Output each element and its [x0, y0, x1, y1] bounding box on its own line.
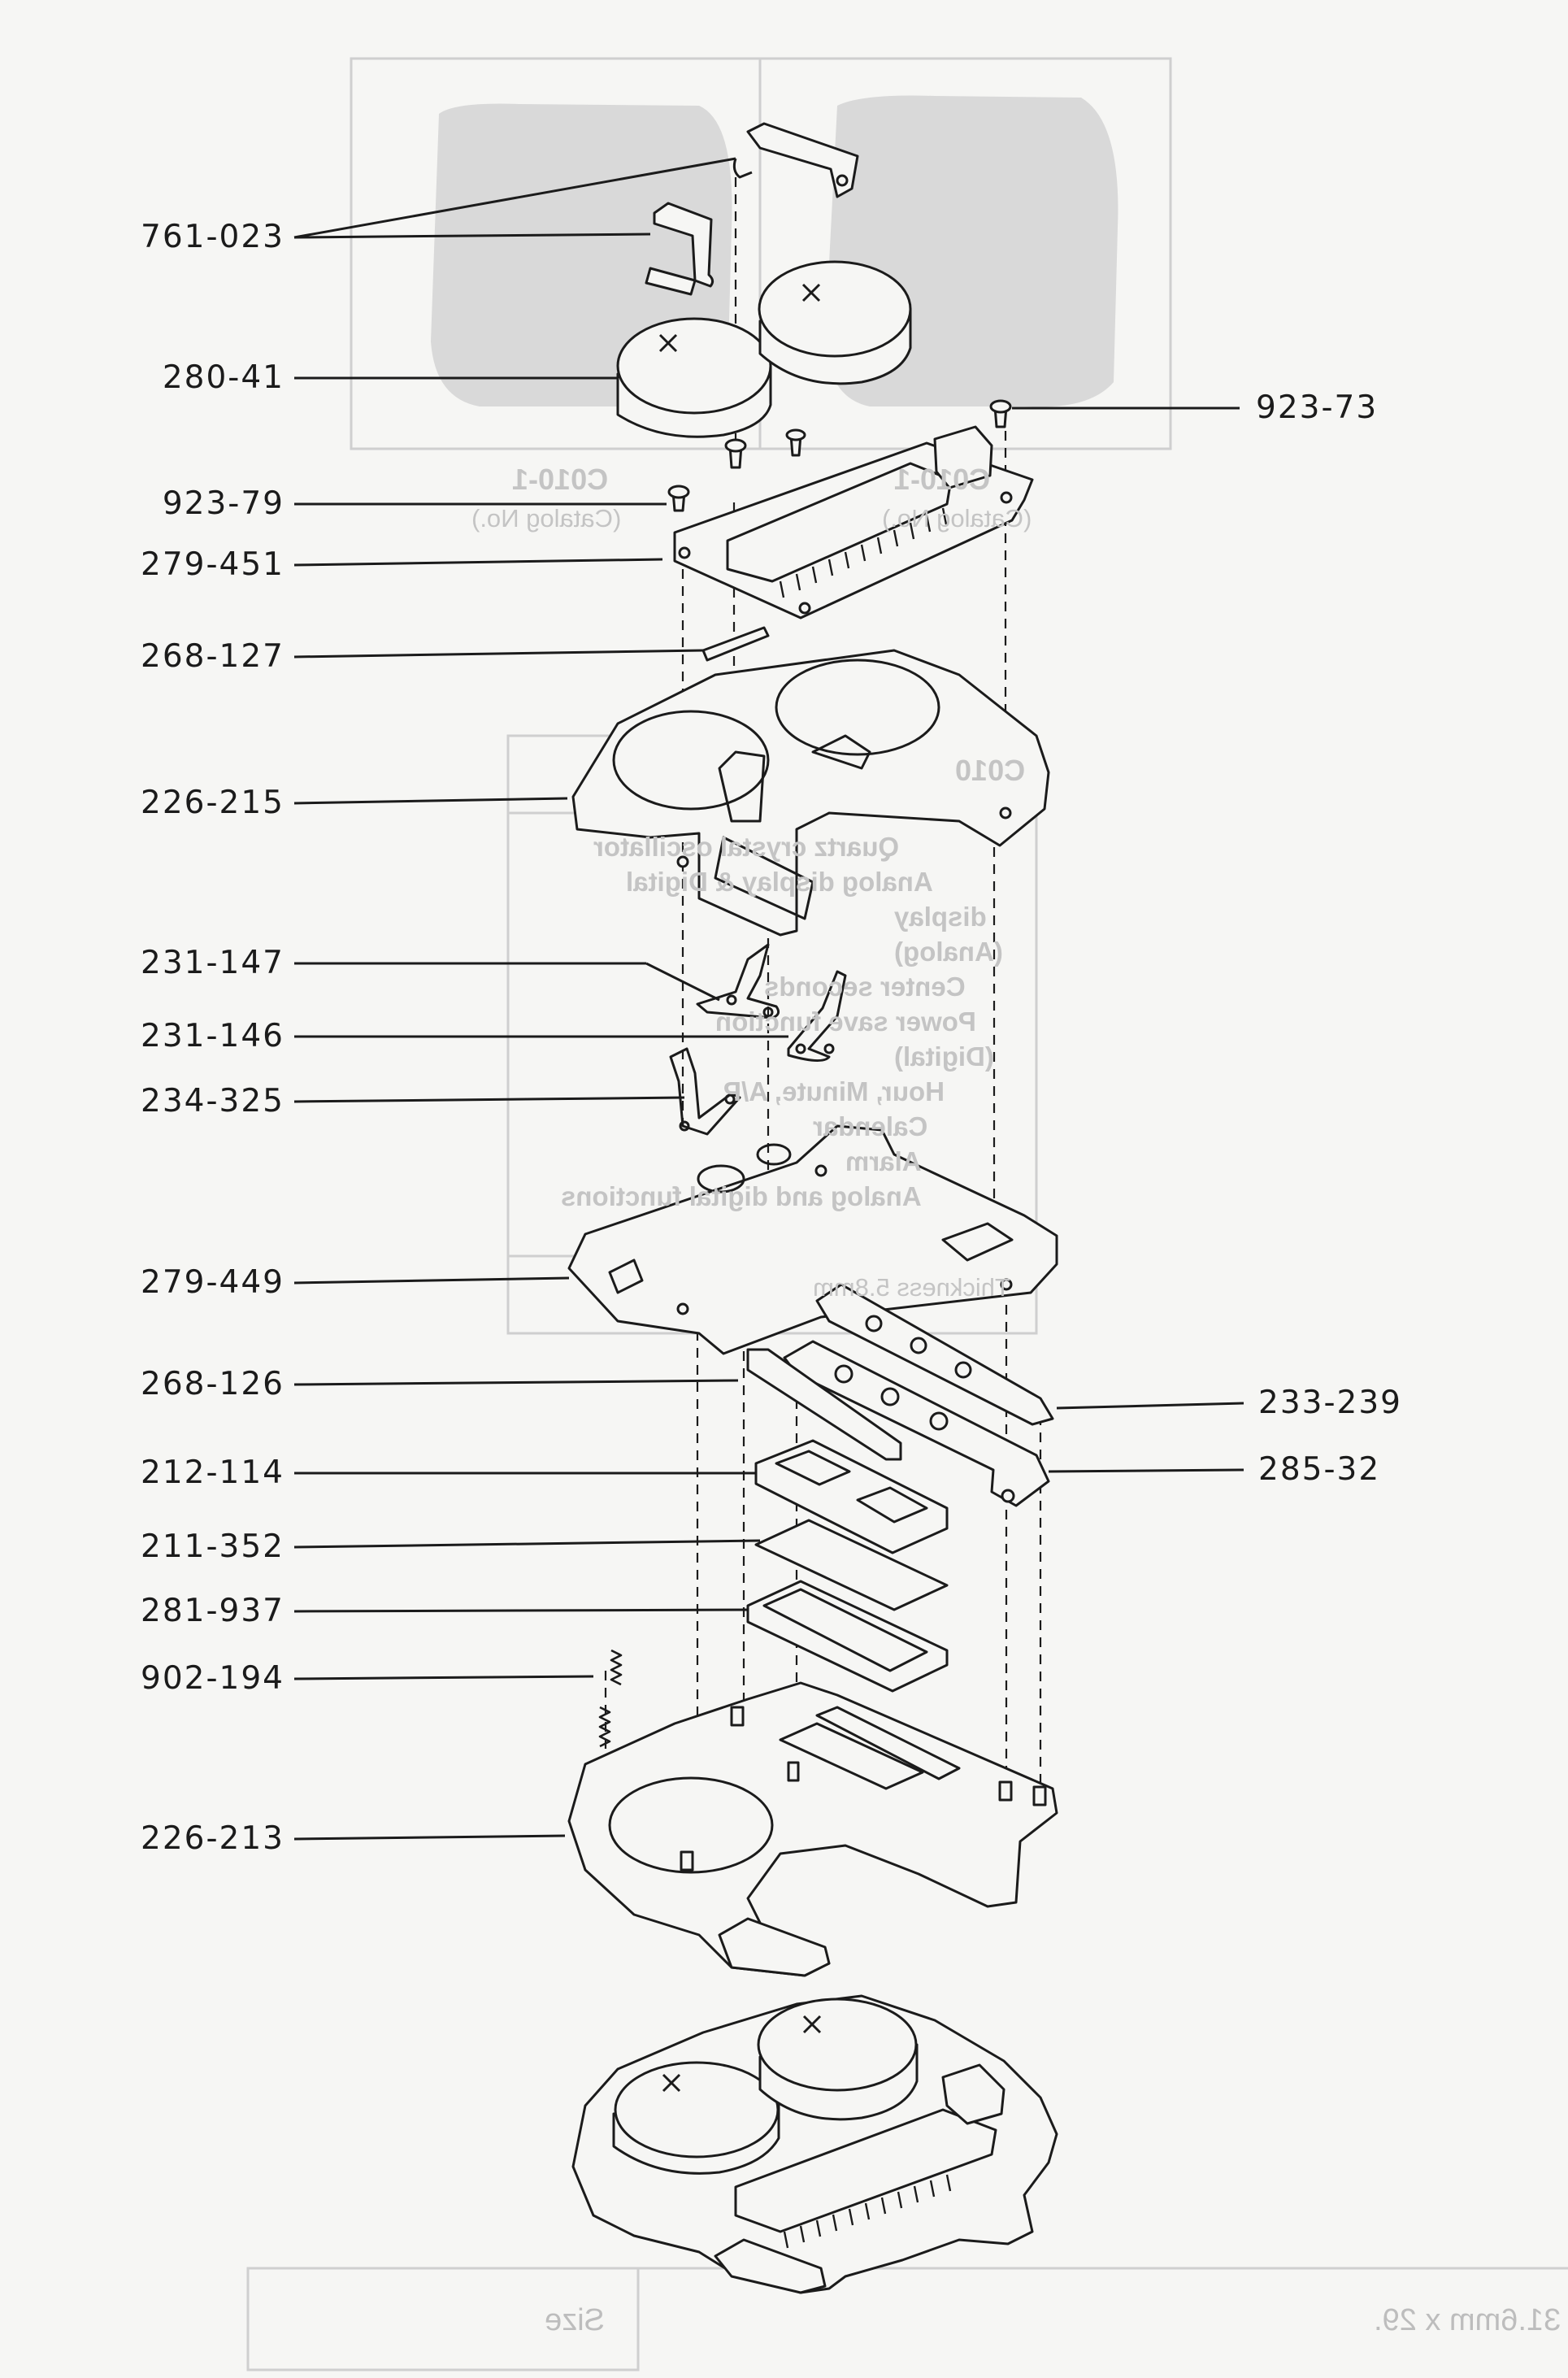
- label-280-41: 280-41: [162, 359, 284, 396]
- circuit-board-top: [673, 425, 1034, 619]
- ghost-feature: display: [894, 902, 987, 932]
- ghost-feature: (Digital): [894, 1041, 994, 1072]
- label-268-126: 268-126: [141, 1366, 284, 1402]
- label-231-146: 231-146: [141, 1018, 284, 1054]
- label-923-79: 923-79: [162, 485, 284, 522]
- spring-parts: [598, 1649, 623, 1748]
- label-212-114: 212-114: [141, 1454, 284, 1491]
- label-268-127: 268-127: [141, 638, 284, 675]
- main-plate: [567, 1124, 1058, 1355]
- ghost-catalog-note-right: (Catalog No.): [882, 504, 1032, 533]
- zebra-strip: [746, 1348, 902, 1461]
- size-label: Size: [545, 2303, 605, 2337]
- screw-parts: [667, 399, 1012, 512]
- label-923-73: 923-73: [1256, 389, 1379, 426]
- ghost-thickness: Thickness 5.8mm: [813, 1273, 1010, 1302]
- label-279-449: 279-449: [141, 1264, 284, 1301]
- size-value: 31.6mm x 29.: [1374, 2303, 1561, 2337]
- ghost-feature: Alarm: [845, 1146, 922, 1176]
- battery-cells: [616, 260, 912, 438]
- lower-frame: [567, 1681, 1058, 1977]
- ghost-feature: Quartz crystal oscillator: [593, 832, 899, 862]
- ghost-feature: Analog and digital functions: [561, 1181, 922, 1211]
- ghost-caliber-left: C010-1: [512, 463, 609, 496]
- ghost-feature: Hour, Minute, A/P: [723, 1076, 945, 1106]
- label-234-325: 234-325: [141, 1083, 284, 1119]
- lcd-glass: [754, 1519, 949, 1611]
- label-761-023: 761-023: [141, 219, 284, 255]
- label-285-32: 285-32: [1258, 1451, 1381, 1488]
- label-226-215: 226-215: [141, 785, 284, 821]
- lever-parts: [669, 943, 847, 1136]
- label-233-239: 233-239: [1258, 1385, 1402, 1421]
- ghost-feature: Center seconds: [764, 972, 966, 1002]
- contact-plates: [783, 1283, 1054, 1507]
- connector-strip-top: [701, 626, 770, 662]
- leader-lines: [293, 157, 1244, 1841]
- label-211-352: 211-352: [141, 1528, 284, 1565]
- ghost-catalog-note: (Catalog No.): [471, 504, 622, 533]
- label-281-937: 281-937: [141, 1593, 284, 1629]
- ghost-feature: Calendar: [813, 1111, 928, 1141]
- ghost-caliber-right: C010-1: [894, 463, 991, 496]
- label-231-147: 231-147: [141, 945, 284, 981]
- lcd-panel: [746, 1580, 949, 1693]
- battery-strap-part: [645, 122, 859, 296]
- ghost-feature: Analog display & Digital: [626, 867, 933, 897]
- label-279-451: 279-451: [141, 546, 284, 583]
- label-902-194: 902-194: [141, 1660, 284, 1697]
- lcd-frame: [754, 1439, 949, 1554]
- ghost-feature: (Analog): [894, 937, 1003, 967]
- ghost-feature: Power save function: [715, 1006, 976, 1037]
- assembled-module: [571, 1994, 1058, 2294]
- ghost-box-heading: C010: [955, 754, 1026, 787]
- upper-frame: [571, 649, 1050, 937]
- label-226-213: 226-213: [141, 1820, 284, 1857]
